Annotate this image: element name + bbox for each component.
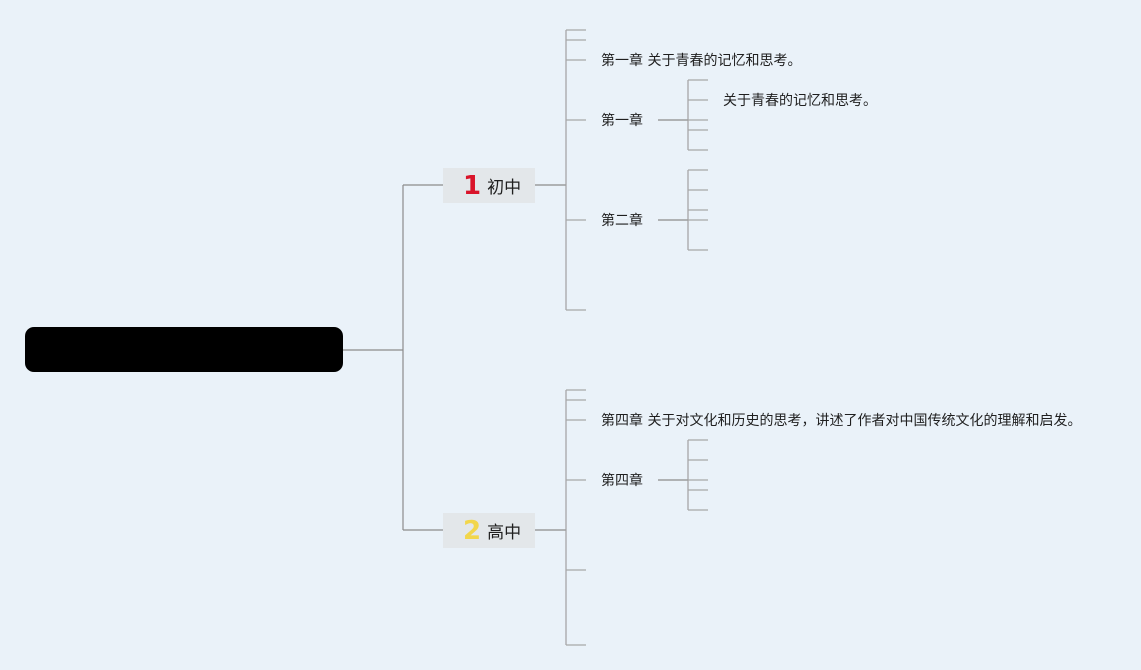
bracket-b2-ch4-ticks (688, 439, 708, 511)
bracket-b1-ch2-ticks (688, 169, 708, 251)
branch-number-1: 1 (463, 170, 482, 201)
topic-b2-chapter-4[interactable]: 第四章 (601, 473, 643, 489)
bracket-b2-ticks (566, 389, 586, 646)
bracket-b1-ticks (566, 29, 586, 311)
root-node[interactable] (25, 327, 343, 372)
topic-b1-chapter-1-detail[interactable]: 关于青春的记忆和思考。 (723, 93, 877, 109)
topic-b1-chapter-1[interactable]: 第一章 (601, 113, 643, 129)
topic-b2-summary[interactable]: 第四章 关于对文化和历史的思考，讲述了作者对中国传统文化的理解和启发。 (601, 413, 1082, 429)
topic-b1-chapter-2[interactable]: 第二章 (601, 213, 643, 229)
branch-node-1[interactable]: 1 初中 (443, 168, 535, 203)
branch-node-2[interactable]: 2 高中 (443, 513, 535, 548)
bracket-b1-ch1-ticks (688, 79, 708, 151)
topic-b1-summary[interactable]: 第一章 关于青春的记忆和思考。 (601, 53, 802, 69)
branch-number-2: 2 (463, 515, 482, 546)
branch-label-1: 初中 (487, 178, 522, 198)
branch-label-2: 高中 (487, 523, 522, 543)
